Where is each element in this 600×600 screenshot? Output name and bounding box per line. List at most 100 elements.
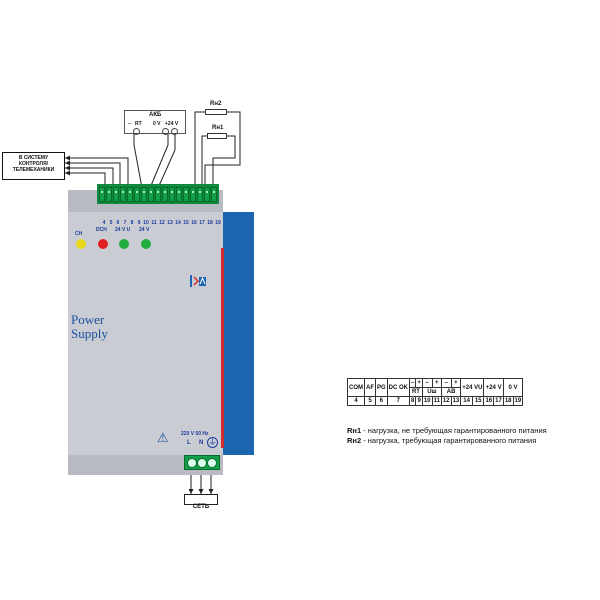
led-ch (76, 239, 86, 249)
note-rn1-key: Rн1 (347, 426, 362, 435)
warning-icon: ⚠ (157, 430, 169, 445)
terminal-pin (176, 187, 182, 202)
rn2-label: Rн2 (210, 101, 222, 107)
led-24v-u (119, 239, 129, 249)
load-notes: Rн1 - нагрузка, не требующая гарантирова… (347, 426, 547, 446)
pin-number: 9 (137, 220, 141, 226)
terminal-pin (183, 187, 189, 202)
pin-number: 4 (102, 220, 106, 226)
legend-header: DC OK (386, 378, 411, 397)
battery-minus-sign: – (128, 121, 132, 127)
legend-header: COM (347, 378, 365, 397)
battery-terminal-2 (162, 128, 169, 135)
battery-24v-label: +24 V (165, 121, 179, 127)
pin-number: 8 (130, 220, 134, 226)
terminal-l-label: L (187, 440, 191, 446)
legend-sign: + (450, 378, 462, 388)
pin-number: 11 (151, 220, 157, 226)
pin-number: 12 (159, 220, 165, 226)
legend-subheader: Uш (421, 387, 442, 397)
terminal-pin (162, 187, 168, 202)
pin-number: 13 (167, 220, 173, 226)
legend-number: 7 (386, 396, 411, 406)
power-supply-side-panel (223, 212, 254, 455)
device-title-line-1: Power (71, 312, 105, 327)
note-rn1: Rн1 - нагрузка, не требующая гарантирова… (347, 426, 547, 436)
legend-number: 17 (493, 396, 504, 406)
pin-number: 17 (199, 220, 205, 226)
led-24v (141, 239, 151, 249)
terminal-pin (127, 187, 133, 202)
legend-number: 12 (440, 396, 452, 406)
label-24v-u: 24 V U (115, 227, 131, 233)
terminal-pin (197, 187, 203, 202)
power-supply-body (68, 190, 223, 475)
legend-sign: – (421, 378, 433, 388)
pin-number: 10 (143, 220, 149, 226)
pin-number: 15 (183, 220, 189, 226)
mains-screw-l (187, 458, 197, 468)
label-dch: DCH (96, 227, 107, 233)
legend-sign: – (440, 378, 452, 388)
legend-number: 15 (471, 396, 485, 406)
brand-logo-icon (189, 274, 207, 288)
terminal-pin (169, 187, 175, 202)
pin-number: 14 (175, 220, 181, 226)
legend-number: 4 (347, 396, 365, 406)
legend-number: 5 (364, 396, 376, 406)
terminal-pin (106, 187, 112, 202)
legend-subheader: RT (409, 387, 423, 397)
terminal-pin (99, 187, 105, 202)
battery-box: АКБ – RT 0 V +24 V (124, 110, 186, 135)
legend-sign: + (431, 378, 442, 388)
terminal-n-label: N (199, 440, 204, 446)
monitoring-line-2: КОНТРОЛЯ/ (18, 161, 49, 167)
pin-number: 6 (116, 220, 120, 226)
pin-number: 5 (109, 220, 113, 226)
monitoring-line-1: В СИСТЕМУ (18, 155, 49, 161)
input-rating-label: 220 V 50 Hz (181, 431, 209, 437)
mains-box: СЕТЬ (184, 494, 218, 510)
label-ch: CH (75, 231, 83, 237)
terminal-pin (190, 187, 196, 202)
note-rn2-key: Rн2 (347, 436, 362, 445)
legend-header: +24 VU (460, 378, 485, 397)
legend-number: 16 (483, 396, 495, 406)
monitoring-system-box: В СИСТЕМУ КОНТРОЛЯ/ ТЕЛЕМЕХАНИКИ (2, 152, 65, 180)
terminal-pin (134, 187, 140, 202)
legend-number: 10 (421, 396, 433, 406)
battery-0v-label: 0 V (153, 121, 161, 127)
terminal-pin (120, 187, 126, 202)
legend-subheader: AB (440, 387, 462, 397)
legend-number: 8 (408, 396, 417, 406)
power-supply-red-stripe (221, 248, 224, 448)
legend-header: AF (364, 378, 376, 397)
led-dch (98, 239, 108, 249)
terminal-pin (141, 187, 147, 202)
note-rn2: Rн2 - нагрузка, требующая гарантированно… (347, 436, 547, 446)
mains-label: СЕТЬ (192, 504, 210, 510)
terminal-pin (211, 187, 217, 202)
pin-number: 16 (191, 220, 197, 226)
legend-number: 13 (450, 396, 462, 406)
note-rn2-text: - нагрузка, требующая гарантированного п… (361, 436, 537, 445)
rn2-resistor (205, 109, 227, 115)
pin-number: 18 (207, 220, 213, 226)
legend-header: +24 V (483, 378, 504, 397)
note-rn1-text: - нагрузка, не требующая гарантированног… (361, 426, 547, 435)
mains-screw-ground (207, 458, 217, 468)
terminal-pin (204, 187, 210, 202)
ground-icon: ⏚ (207, 437, 218, 448)
legend-number: 14 (460, 396, 473, 406)
legend-header: 0 V (502, 378, 524, 397)
legend-number: 11 (431, 396, 442, 406)
label-24v: 24 V (139, 227, 150, 233)
battery-title: АКБ (149, 112, 162, 118)
terminal-pin (155, 187, 161, 202)
terminal-legend-table: COM AF PG DC OK – + – + – + +24 VU +24 V… (347, 378, 524, 406)
legend-number: 19 (512, 396, 524, 406)
mains-screw-n (197, 458, 207, 468)
rn1-resistor (207, 133, 227, 139)
terminal-pin (148, 187, 154, 202)
legend-number: 6 (375, 396, 388, 406)
